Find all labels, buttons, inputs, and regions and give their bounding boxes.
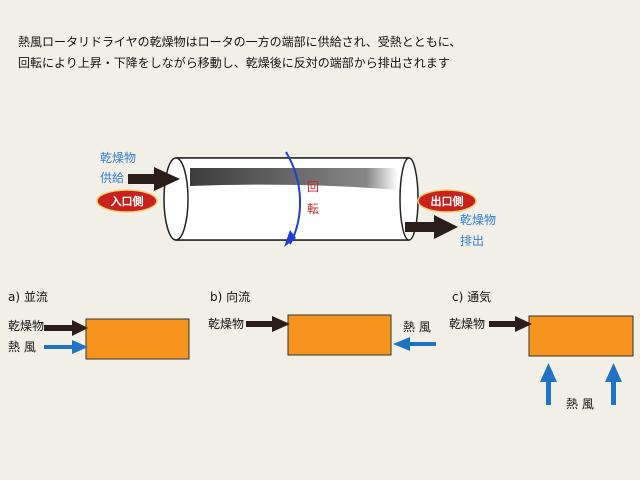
hot-air-label: 熱 風 — [403, 320, 431, 334]
material-arrow — [44, 320, 88, 336]
flow-countercurrent: b) 向流 乾燥物 熱 風 — [208, 289, 436, 356]
hot-air-label: 熱 風 — [8, 340, 36, 354]
feed-label-1: 乾燥物 — [100, 151, 136, 165]
intro-line-1: 熱風ロータリドライヤの乾燥物はロータの一方の端部に供給され、受熱とともに、 — [18, 35, 462, 49]
hot-air-arrow — [393, 337, 436, 351]
material-label: 乾燥物 — [208, 317, 244, 331]
intro-line-2: 回転により上昇・下降をしながら移動し、乾燥後に反対の端部から排出されます — [18, 56, 450, 70]
material-arrow — [246, 316, 290, 332]
inlet-badge: 入口側 — [96, 189, 158, 213]
dryer-box — [85, 318, 190, 360]
rotor-drum — [163, 157, 419, 241]
outlet-badge: 出口側 — [417, 189, 477, 213]
flow-through-air: c) 通気 乾燥物 熱 風 — [449, 289, 634, 411]
flow-cocurrent: a) 並流 乾燥物 熱 風 — [8, 290, 190, 360]
drum-shading — [190, 168, 398, 190]
intro-text: 熱風ロータリドライヤの乾燥物はロータの一方の端部に供給され、受熱とともに、 回転… — [18, 32, 618, 74]
feed-label-2: 供給 — [100, 171, 124, 185]
discharge-arrow — [405, 215, 458, 239]
discharge-label-2: 排出 — [460, 234, 484, 248]
hot-air-label: 熱 風 — [566, 397, 594, 411]
flow-caption: a) 並流 — [8, 290, 48, 304]
dryer-box — [287, 314, 392, 356]
hot-air-arrow-left — [540, 363, 557, 405]
outlet-badge-label: 出口側 — [431, 194, 464, 208]
flow-caption: c) 通気 — [452, 289, 491, 304]
rotation-label-1: 回 — [307, 180, 319, 194]
rotation-arrowhead — [284, 230, 296, 247]
hot-air-arrow-right — [605, 363, 622, 405]
inlet-badge-label: 入口側 — [111, 194, 144, 208]
feed-arrow — [128, 167, 180, 191]
drum-inlet-end — [163, 157, 189, 241]
discharge-label-1: 乾燥物 — [460, 213, 496, 227]
flow-caption: b) 向流 — [210, 289, 250, 304]
rotation-label-2: 転 — [307, 202, 319, 216]
material-label: 乾燥物 — [449, 317, 485, 331]
material-label: 乾燥物 — [8, 319, 44, 333]
material-arrow — [489, 316, 532, 332]
dryer-box — [528, 315, 634, 357]
hot-air-arrow — [44, 340, 88, 354]
